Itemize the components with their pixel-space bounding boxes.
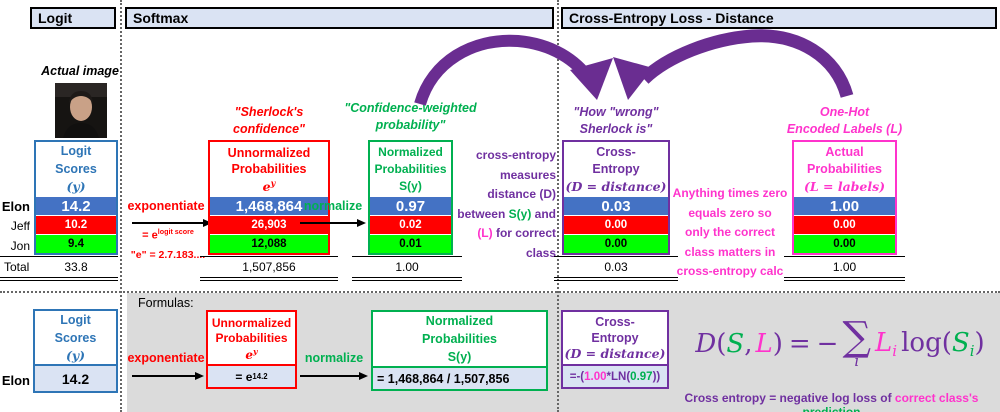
formula-row-label-elon: Elon: [1, 373, 30, 388]
softmax-section-header: Softmax: [125, 7, 554, 29]
normalize-label: normalize: [303, 199, 363, 213]
cross-entropy-jon-value: 0.00: [564, 234, 668, 253]
actual-jon-value: 0.00: [794, 234, 895, 253]
sigma-symbol: ∑ i: [842, 314, 872, 370]
unnormalized-jeff-value: 26,903: [210, 215, 328, 234]
logit-section-header: Logit: [30, 7, 116, 29]
arrow-from-softmax-head: [570, 58, 613, 100]
formula-exponentiate-label: exponentiate: [127, 351, 205, 365]
arrow-from-labels-head: [613, 57, 653, 100]
formula-unnormalized-title: Unnormalized Probabilities ey: [208, 312, 295, 364]
formula-cross-entropy-box: Cross- Entropy (D = distance) =-(1.00*LN…: [561, 310, 669, 389]
formula-logit-box: Logit Scores (y) 14.2: [33, 309, 118, 393]
actual-image-label: Actual image: [41, 64, 119, 78]
normalized-probabilities-column: Normalized Probabilities S(y) 0.97 0.02 …: [368, 140, 453, 255]
exponentiate-label: exponentiate: [127, 199, 205, 213]
unnormalized-elon-value: 1,468,864: [210, 196, 328, 215]
unnormalized-title: Unnormalized Probabilities ey: [210, 142, 328, 196]
actual-probabilities-title: Actual Probabilities (L = labels): [794, 142, 895, 196]
sherlock-confidence-quote: "Sherlock's confidence": [233, 105, 305, 136]
unnormalized-total-value: 1,507,856: [200, 256, 338, 276]
person-photo: [55, 83, 107, 138]
cross-entropy-section-header: Cross-Entropy Loss - Distance: [561, 7, 997, 29]
cross-entropy-total-underline: [554, 277, 678, 281]
confidence-weighted-quote: "Confidence-weighted probability": [344, 101, 477, 132]
formula-normalize-arrow: [300, 372, 368, 380]
cross-entropy-caption: Cross entropy = negative log loss of cor…: [684, 391, 979, 412]
arrow-from-softmax: [414, 34, 595, 106]
e-logit-score-formula: = elogit score: [142, 228, 194, 242]
formula-normalized-box: Normalized Probabilities S(y) = 1,468,86…: [371, 310, 548, 391]
cross-entropy-column: Cross- Entropy (D = distance) 0.03 0.00 …: [562, 140, 670, 255]
e-value-note: "e" = 2.7.183....: [130, 249, 206, 261]
actual-probabilities-column: Actual Probabilities (L = labels) 1.00 0…: [792, 140, 897, 255]
normalized-jon-value: 0.01: [370, 234, 451, 253]
formula-logit-title: Logit Scores (y): [35, 311, 116, 364]
cross-entropy-formula: D(S,L) = − ∑ i Li log(Si): [695, 314, 985, 370]
formula-logit-value: 14.2: [35, 364, 116, 391]
cross-entropy-jeff-value: 0.00: [564, 215, 668, 234]
logit-jon-value: 9.4: [36, 234, 116, 253]
normalized-jeff-value: 0.02: [370, 215, 451, 234]
cross-entropy-measures-text: cross-entropy measures distance (D) betw…: [457, 148, 556, 260]
actual-total-value: 1.00: [784, 256, 905, 276]
cross-entropy-elon-value: 0.03: [564, 196, 668, 215]
actual-elon-value: 1.00: [794, 196, 895, 215]
row-label-jon: Jon: [10, 239, 30, 253]
arrow-from-labels: [639, 29, 854, 98]
normalized-total-value: 1.00: [352, 256, 462, 276]
logit-total-value: 33.8: [64, 260, 88, 274]
total-label: Total: [4, 260, 30, 274]
unnormalized-total-underline: [200, 277, 338, 281]
divider-top-bottom: [0, 291, 1000, 293]
how-wrong-quote: "How "wrong" Sherlock is": [573, 105, 659, 136]
normalized-title: Normalized Probabilities S(y): [370, 142, 451, 196]
unnormalized-probabilities-column: Unnormalized Probabilities ey 1,468,864 …: [208, 140, 330, 255]
logit-scores-title: Logit Scores (y): [36, 142, 116, 196]
one-hot-quote: One-Hot Encoded Labels (L): [786, 105, 903, 136]
actual-total-underline: [784, 277, 905, 281]
formula-cross-entropy-title: Cross- Entropy (D = distance): [563, 312, 667, 364]
logit-scores-column: Logit Scores (y) 14.2 10.2 9.4: [34, 140, 118, 255]
actual-jeff-value: 0.00: [794, 215, 895, 234]
formula-normalized-value: = 1,468,864 / 1,507,856: [373, 366, 546, 389]
formula-normalized-title: Normalized Probabilities S(y): [373, 312, 546, 366]
normalize-arrow: [300, 219, 366, 227]
cross-entropy-title: Cross- Entropy (D = distance): [564, 142, 668, 196]
formula-normalize-label: normalize: [304, 351, 364, 365]
logit-jeff-value: 10.2: [36, 215, 116, 234]
normalized-elon-value: 0.97: [370, 196, 451, 215]
normalized-total-underline: [352, 277, 462, 281]
unnormalized-jon-value: 12,088: [210, 234, 328, 253]
formula-exponentiate-arrow: [132, 372, 204, 380]
logit-total-underline: [0, 277, 118, 281]
logit-elon-value: 14.2: [36, 196, 116, 215]
exponentiate-arrow: [132, 219, 212, 227]
formulas-label: Formulas:: [138, 296, 194, 310]
divider-logit-softmax: [120, 0, 122, 412]
divider-softmax-crossentropy: [557, 0, 559, 412]
anything-times-zero-text: Anything times zero equals zero so only …: [672, 186, 788, 278]
row-label-jeff: Jeff: [10, 219, 30, 233]
formula-cross-entropy-value: =-(1.00*LN(0.97)): [563, 364, 667, 387]
cross-entropy-total-value: 0.03: [554, 256, 678, 276]
row-label-elon: Elon: [1, 199, 30, 214]
logit-total-row: Total 33.8: [0, 256, 118, 276]
